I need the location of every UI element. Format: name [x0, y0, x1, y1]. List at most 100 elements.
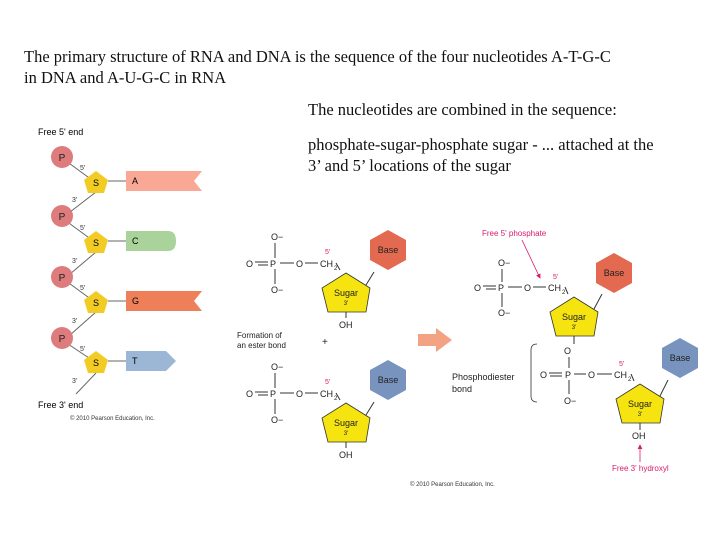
hydroxyl-product: OH	[632, 431, 646, 441]
svg-text:5': 5'	[619, 361, 624, 368]
title-line-1: The primary structure of RNA and DNA is …	[24, 47, 611, 66]
ester-label-line-2: an ester bond	[237, 341, 286, 350]
svg-text:5': 5'	[325, 379, 330, 386]
base-g: G	[126, 291, 202, 311]
svg-text:O: O	[296, 259, 303, 269]
svg-text:O−: O−	[498, 308, 510, 318]
svg-text:5': 5'	[80, 346, 85, 353]
svg-text:CH: CH	[614, 370, 627, 380]
description-line-1: phosphate-sugar-phosphate sugar - ... at…	[308, 135, 654, 154]
svg-text:5': 5'	[80, 225, 85, 232]
svg-text:3': 3'	[572, 325, 576, 331]
sugar-label: S	[93, 358, 99, 368]
slide-title: The primary structure of RNA and DNA is …	[24, 46, 704, 88]
svg-text:2: 2	[334, 266, 338, 272]
phosphodiester-label-line-1: Phosphodiester	[452, 372, 515, 382]
phosphodiester-label-line-2: bond	[452, 384, 472, 394]
svg-text:CH: CH	[320, 389, 333, 399]
reaction-copyright: © 2010 Pearson Education, Inc.	[410, 481, 495, 488]
svg-text:3': 3'	[72, 197, 77, 204]
svg-text:P: P	[498, 283, 504, 293]
svg-text:5': 5'	[80, 165, 85, 172]
ester-label-line-1: Formation of	[237, 331, 283, 340]
slide-subtitle: The nucleotides are combined in the sequ…	[308, 100, 617, 119]
phosphate-group-2: P	[51, 205, 73, 227]
base-bottom-label: Base	[378, 375, 399, 385]
svg-text:2: 2	[562, 290, 566, 296]
base-top	[370, 230, 406, 270]
svg-text:O: O	[524, 283, 531, 293]
plus-sign: +	[322, 337, 328, 348]
sugar-2: S	[84, 231, 108, 253]
description-line-2: 3’ and 5’ locations of the sugar	[308, 156, 511, 175]
sugar-product-top	[549, 296, 599, 337]
base-c: C	[126, 231, 176, 251]
base-t: T	[126, 351, 176, 371]
svg-text:5': 5'	[325, 249, 330, 256]
svg-text:O−: O−	[564, 396, 576, 406]
free-5-phosphate-label: Free 5' phosphate	[482, 229, 547, 238]
sugar-bottom	[321, 402, 371, 443]
phosphate-group-3: P	[51, 266, 73, 288]
base-a-label: A	[132, 176, 138, 186]
svg-text:5': 5'	[80, 285, 85, 292]
svg-text:CH: CH	[548, 283, 561, 293]
svg-text:3': 3'	[344, 301, 348, 307]
base-product-top	[596, 253, 632, 293]
sugar-top-label: Sugar	[334, 288, 358, 298]
svg-text:O−: O−	[271, 362, 283, 372]
base-product-bottom-label: Base	[670, 353, 691, 363]
hydroxyl-bottom: OH	[339, 450, 353, 460]
svg-text:O−: O−	[271, 232, 283, 242]
base-product-top-label: Base	[604, 268, 625, 278]
sugar-4: S	[84, 351, 108, 373]
free-5-end-label: Free 5' end	[38, 127, 83, 137]
svg-text:3': 3'	[72, 258, 77, 265]
svg-text:O: O	[588, 370, 595, 380]
phosphate-group-4: P	[51, 327, 73, 349]
base-product-bottom	[662, 338, 698, 378]
svg-text:O: O	[540, 370, 547, 380]
sugar-1: S	[84, 171, 108, 193]
svg-text:O: O	[246, 389, 253, 399]
strand-prime-labels: 5' 3' 5' 3' 5' 3' 5' 3'	[72, 165, 85, 385]
title-line-2: in DNA and A-U-G-C in RNA	[24, 68, 227, 87]
slide-description: phosphate-sugar-phosphate sugar - ... at…	[308, 134, 708, 176]
hydroxyl-top: OH	[339, 320, 353, 330]
svg-text:O−: O−	[271, 285, 283, 295]
phosphate-structure-product-bottom: O P O O− CH 2 5'	[540, 357, 632, 406]
strand-copyright: © 2010 Pearson Education, Inc.	[70, 415, 155, 422]
base-g-label: G	[132, 296, 139, 306]
svg-text:3': 3'	[344, 431, 348, 437]
svg-text:O−: O−	[498, 258, 510, 268]
product-dinucleotide: Free 5' phosphate O− O P O O− CH 2 5' Su…	[410, 229, 698, 488]
svg-text:2: 2	[334, 396, 338, 402]
base-t-label: T	[132, 356, 138, 366]
svg-text:O: O	[246, 259, 253, 269]
svg-text:2: 2	[628, 377, 632, 383]
sugar-product-bottom-label: Sugar	[628, 399, 652, 409]
reactant-nucleotides: O− O P O O− CH 2 5' Sugar 3' Base OH Fo	[237, 230, 406, 460]
phosphate-label: P	[59, 212, 66, 223]
phosphate-structure-top: O− O P O O− CH 2 5'	[246, 232, 338, 295]
sugar-product-top-label: Sugar	[562, 312, 586, 322]
phosphate-group-1: P	[51, 146, 73, 168]
sugar-label: S	[93, 298, 99, 308]
sugar-3: S	[84, 291, 108, 313]
svg-text:3': 3'	[638, 412, 642, 418]
phosphate-label: P	[59, 334, 66, 345]
free-3-hydroxyl-label: Free 3' hydroxyl	[612, 464, 669, 473]
sugar-bottom-label: Sugar	[334, 418, 358, 428]
free-3-end-label: Free 3' end	[38, 400, 83, 410]
phosphate-structure-product-top: O− O P O O− CH 2 5'	[474, 258, 566, 318]
svg-text:3': 3'	[72, 318, 77, 325]
strand-diagram: Free 5' end Free 3' end © 2010 Pearson E…	[38, 127, 202, 422]
base-top-label: Base	[378, 245, 399, 255]
phosphate-label: P	[59, 153, 66, 164]
sugar-top	[321, 272, 371, 313]
svg-text:P: P	[270, 259, 276, 269]
phosphate-label: P	[59, 273, 66, 284]
svg-text:O: O	[474, 283, 481, 293]
ester-oxygen: O	[564, 346, 571, 356]
